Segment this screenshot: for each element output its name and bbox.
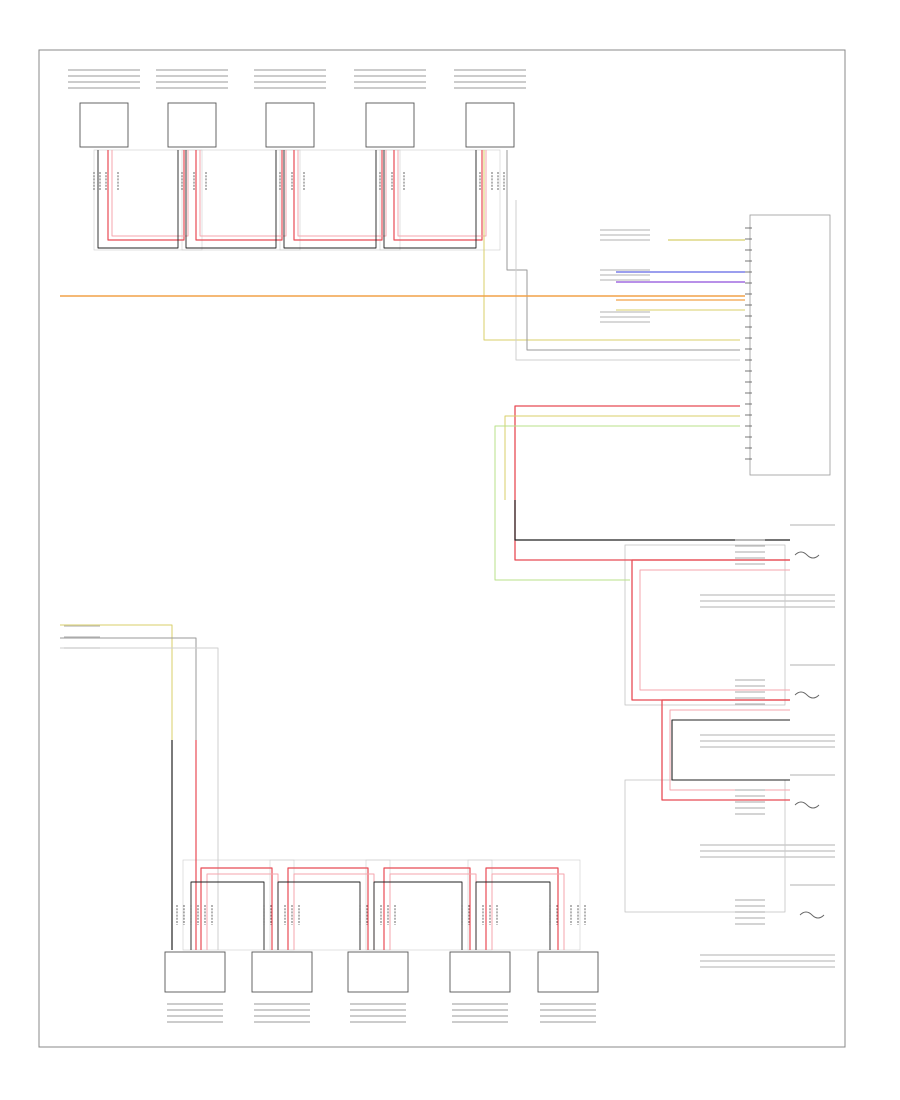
black-bus-bottom [277, 881, 361, 950]
top-module-1 [68, 69, 140, 148]
black-bus-top [97, 150, 179, 249]
gray-wire [506, 150, 740, 351]
pink-bus-top [297, 150, 387, 237]
green-wire-mid [494, 425, 740, 581]
top-module-5 [454, 69, 526, 148]
red-bus-top [107, 150, 185, 241]
right-module-3 [700, 774, 835, 858]
top-connector-frame [279, 149, 401, 251]
top-module-box [167, 102, 217, 148]
bottom-module-box [537, 951, 599, 993]
right-module-symbol [799, 911, 825, 919]
right-module-symbol [794, 801, 820, 809]
top-module-box [365, 102, 415, 148]
main-control-module [600, 227, 752, 460]
red-loop-1 [631, 559, 790, 701]
black-loop [671, 719, 790, 781]
wire-layer [60, 150, 790, 950]
red-wire-mid [514, 405, 790, 561]
pink-loop-2 [669, 709, 790, 791]
pink-bus-top [111, 150, 189, 237]
top-module-4 [354, 69, 426, 148]
black-wire-mid [514, 500, 790, 541]
pink-bus-top [397, 150, 487, 237]
top-module-3 [254, 69, 326, 148]
right-module-symbol [794, 551, 820, 559]
red-bus-top [293, 150, 383, 241]
lightgray-wire [515, 200, 740, 361]
red-bus-bottom [485, 867, 559, 950]
yellow-wire-mid [504, 415, 740, 500]
module-layer [68, 69, 835, 1023]
bottom-module-3 [347, 951, 409, 1023]
top-connector-frame [181, 149, 301, 251]
top-connector-frame [379, 149, 501, 251]
bottom-connector-frame [467, 859, 581, 951]
bottom-module-4 [449, 951, 511, 1023]
control-module-outline [749, 214, 831, 476]
yellow-wire-low [60, 624, 173, 740]
bottom-module-box [164, 951, 226, 993]
gray-wire-low [60, 637, 197, 740]
top-connector-frame [93, 149, 203, 251]
top-module-box [465, 102, 515, 148]
lightgray-wire-low [60, 647, 219, 740]
pink-loop-1 [639, 569, 790, 691]
pink-bus-bottom [389, 873, 477, 950]
yellow-wire [483, 150, 740, 341]
red-bus-bottom [383, 867, 471, 950]
top-module-box [79, 102, 129, 148]
right-module-1 [700, 524, 835, 608]
pink-bus-bottom [293, 873, 375, 950]
outer-frame [38, 49, 846, 1048]
bottom-module-5 [537, 951, 599, 1023]
diagram-frame [38, 49, 846, 1048]
red-bus-top [195, 150, 283, 241]
black-bus-bottom [373, 881, 463, 950]
bottom-module-box [251, 951, 313, 993]
top-module-2 [156, 69, 228, 148]
red-bus-bottom [200, 867, 273, 950]
red-bus-bottom [287, 867, 369, 950]
pink-bus-bottom [491, 873, 565, 950]
right-module-2 [700, 664, 835, 748]
bottom-module-1 [164, 951, 226, 1023]
bottom-module-box [449, 951, 511, 993]
black-bus-bottom [475, 881, 551, 950]
bottom-module-2 [251, 951, 313, 1023]
black-bus-top [185, 150, 277, 249]
black-bus-top [383, 150, 477, 249]
red-bus-top [393, 150, 483, 241]
pink-bus-top [199, 150, 287, 237]
black-bus-top [283, 150, 377, 249]
top-module-box [265, 102, 315, 148]
right-module-symbol [794, 691, 820, 699]
bottom-module-box [347, 951, 409, 993]
right-module-4 [700, 884, 835, 968]
black-bus-bottom [190, 881, 265, 950]
right-connector-frame-2 [624, 544, 786, 706]
red-loop-2 [661, 699, 790, 801]
